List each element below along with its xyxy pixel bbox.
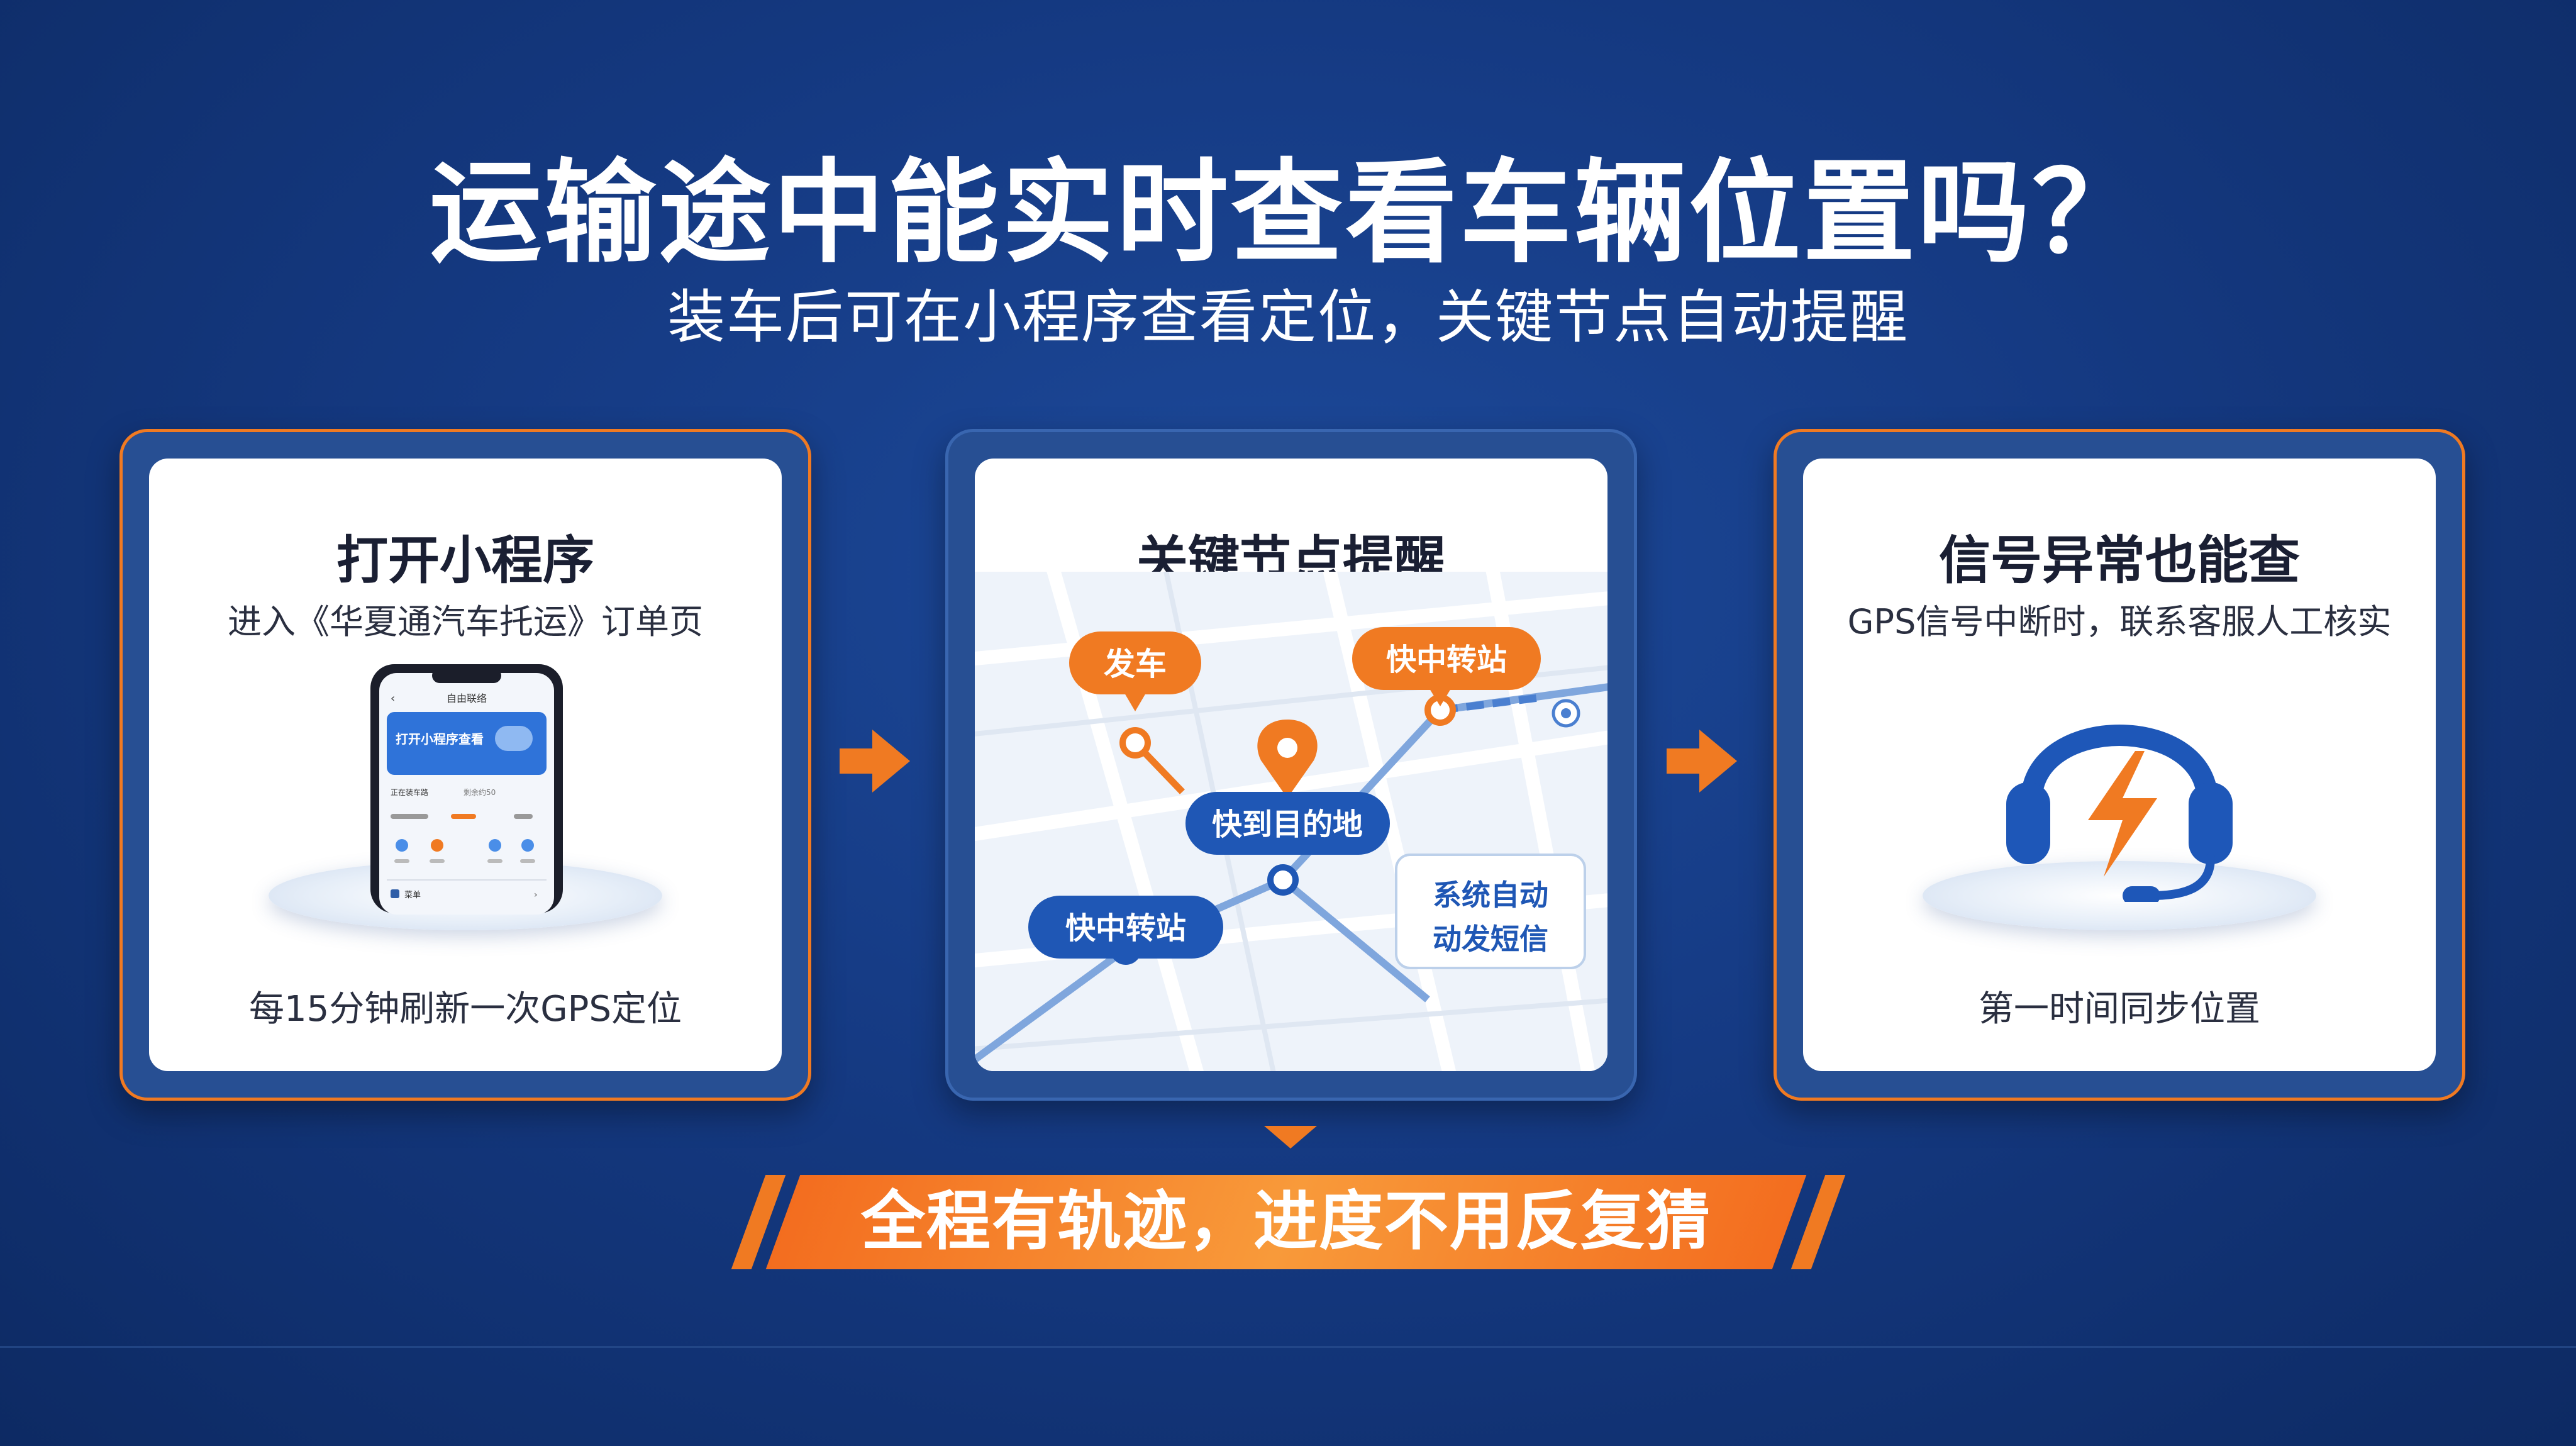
card-title: 打开小程序 — [336, 531, 594, 591]
card-signal-fallback: 信号异常也能查 GPS信号中断时，联系客服人工核实 第一时间同步位置 — [1774, 429, 2465, 1101]
phone-menu-label: 菜单 — [404, 891, 421, 900]
card-description: GPS信号中断时，联系客服人工核实 — [1847, 602, 2392, 642]
arrow-down-icon — [1264, 1126, 1317, 1148]
svg-text:动发短信: 动发短信 — [1433, 922, 1548, 956]
summary-banner-text: 全程有轨迹，进度不用反复猜 — [861, 1184, 1711, 1259]
card-panel: 打开小程序 进入《华夏通汽车托运》订单页 自由联络 ‹ 打开小程序查看 正在装车… — [149, 459, 782, 1071]
phone-app-header: 自由联络 — [447, 692, 487, 704]
phone-row-right: 剩余约50 — [464, 787, 496, 797]
bottom-divider — [0, 1346, 2576, 1348]
node-label-transfer-top: 快中转站 — [1352, 627, 1541, 706]
card-key-node-alerts: 关键节点提醒 — [945, 429, 1637, 1101]
node-label-transfer-bottom: 快中转站 — [1028, 896, 1223, 959]
svg-text:系统自动: 系统自动 — [1433, 878, 1548, 912]
arrow-right-icon — [840, 730, 910, 793]
lightning-icon — [2088, 751, 2157, 877]
svg-text:‹: ‹ — [391, 692, 395, 705]
headset-icon — [2006, 725, 2233, 902]
svg-text:快中转站: 快中转站 — [1386, 642, 1507, 677]
node-label-near-destination: 快到目的地 — [1185, 792, 1390, 855]
node-label-depart: 发车 — [1069, 631, 1201, 711]
card-panel: 信号异常也能查 GPS信号中断时，联系客服人工核实 第一时间同步位置 — [1803, 459, 2436, 1071]
page-title: 运输途中能实时查看车辆位置吗？ — [430, 148, 2146, 278]
svg-text:快到目的地: 快到目的地 — [1212, 807, 1363, 842]
route-map-graphic: 发车 快中转站 快到目的地 快中转站 — [975, 572, 1607, 1071]
svg-text:快中转站: 快中转站 — [1065, 911, 1186, 946]
svg-text:发车: 发车 — [1104, 646, 1167, 682]
page-subtitle: 装车后可在小程序查看定位，关键节点自动提醒 — [667, 284, 1909, 351]
location-pin-icon — [1257, 720, 1318, 798]
phone-row-left: 正在装车路 — [391, 787, 428, 797]
card-title: 信号异常也能查 — [1938, 531, 2300, 591]
card-footer: 每15分钟刷新一次GPS定位 — [249, 989, 682, 1030]
card-footer: 第一时间同步位置 — [1979, 989, 2260, 1030]
svg-text:›: › — [534, 890, 538, 900]
phone-banner-text: 打开小程序查看 — [396, 731, 484, 747]
arrow-right-icon — [1667, 730, 1737, 793]
sms-note: 系统自动 动发短信 — [1395, 854, 1586, 969]
route-map: 发车 快中转站 快到目的地 快中转站 — [975, 572, 1607, 1071]
card-panel: 关键节点提醒 — [975, 459, 1607, 1071]
card-description: 进入《华夏通汽车托运》订单页 — [228, 602, 703, 642]
phone-illustration: 自由联络 ‹ 打开小程序查看 正在装车路 剩余约50 菜单 › — [370, 664, 563, 915]
card-open-miniprogram: 打开小程序 进入《华夏通汽车托运》订单页 自由联络 ‹ 打开小程序查看 正在装车… — [119, 429, 811, 1101]
headset-pedestal — [1923, 861, 2316, 930]
